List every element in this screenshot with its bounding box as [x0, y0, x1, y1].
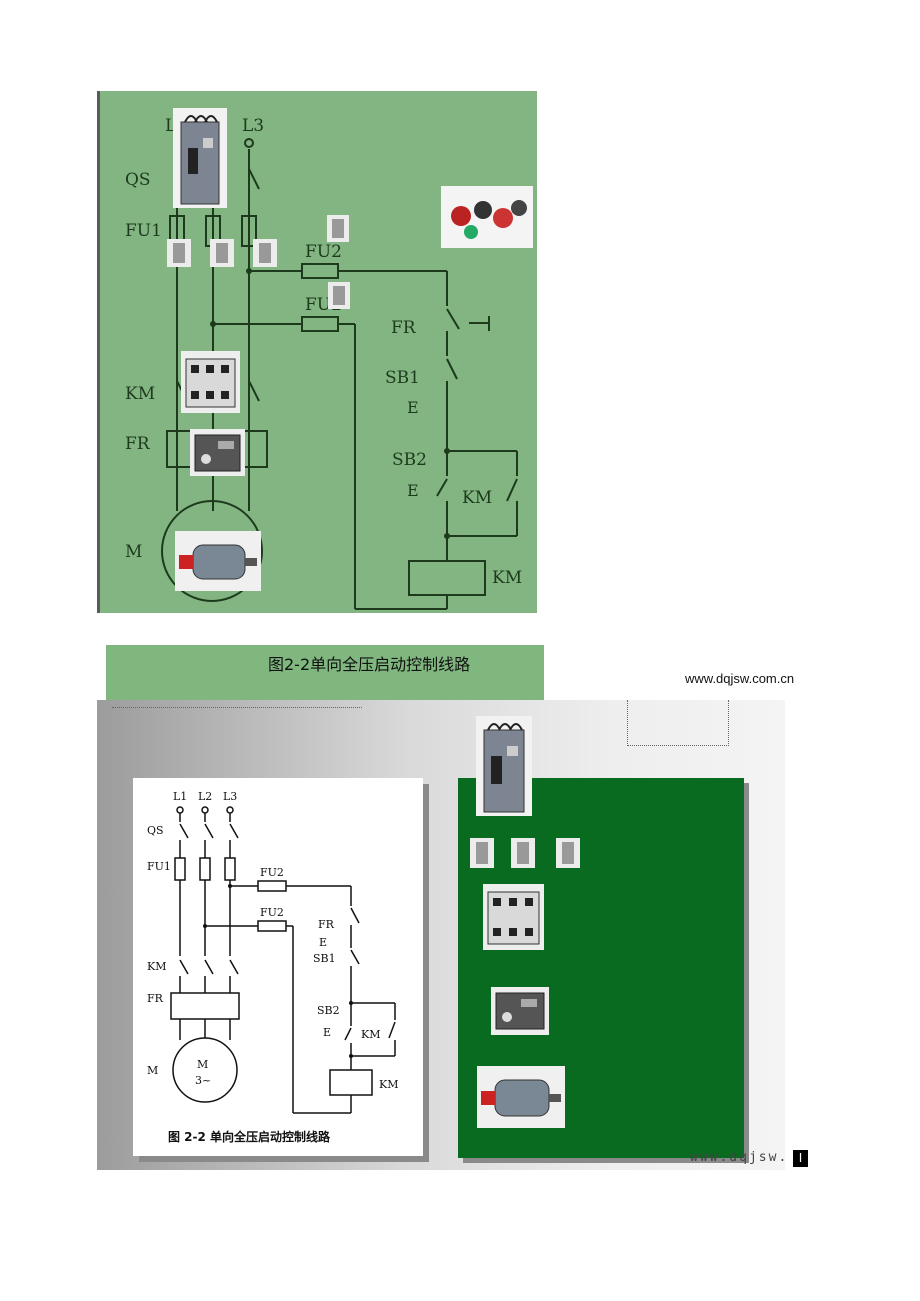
ref-label-sb2: SB2 [317, 1004, 340, 1017]
ref-label-l1: L1 [173, 790, 187, 803]
figure-caption: 图2-2单向全压启动控制线路 [268, 655, 471, 674]
top-label-m: M [125, 542, 142, 562]
top-label-l: L [165, 116, 176, 136]
svg-text:E: E [407, 398, 419, 417]
push-buttons-icon [441, 186, 533, 248]
svg-text:E: E [323, 1026, 331, 1039]
top-label-km-coil: KM [492, 568, 522, 588]
ref-label-sb1: SB1 [313, 952, 336, 965]
top-label-qs: QS [125, 170, 151, 190]
top-label-fr-control: FR [391, 318, 417, 338]
watermark-text: www.dqjsw. [690, 1150, 789, 1165]
svg-text:E: E [319, 936, 327, 949]
contactor-icon [483, 884, 544, 950]
ref-label-qs: QS [147, 824, 164, 837]
top-circuit-diagram: L L3 QS FU1 FU2 FU2 FR SB1 KM FR SB2 KM … [97, 91, 537, 613]
svg-text:E: E [407, 481, 419, 500]
reference-circuit-diagram: L1 L2 L3 QS FU1 FU2 FU2 FR SB1 KM FR SB2… [147, 790, 398, 1114]
dotted-frame-left [112, 703, 362, 708]
fuse-icon [167, 239, 191, 267]
caption-band [106, 645, 544, 703]
fuse-icon [210, 239, 234, 267]
ref-label-fu1: FU1 [147, 860, 171, 873]
top-label-fr: FR [125, 434, 151, 454]
fuse-icon [327, 215, 349, 242]
motor-icon [477, 1066, 565, 1128]
ref-label-l2: L2 [198, 790, 212, 803]
ref-label-motor-phase: 3~ [195, 1074, 211, 1087]
ref-label-fu2-a: FU2 [260, 866, 284, 879]
ref-label-km-coil: KM [379, 1078, 398, 1091]
fuse-icon [556, 838, 580, 868]
top-label-km: KM [125, 384, 155, 404]
top-label-sb2: SB2 [392, 450, 427, 470]
thermal-relay-icon [491, 987, 549, 1035]
ref-label-motor-m: M [197, 1058, 208, 1071]
ref-label-fu2-b: FU2 [260, 906, 284, 919]
top-label-l3: L3 [242, 116, 264, 136]
top-label-sb1: SB1 [385, 368, 420, 388]
ref-label-m: M [147, 1064, 158, 1077]
top-label-km-aux: KM [462, 488, 492, 508]
ref-label-km-aux: KM [361, 1028, 380, 1041]
contactor-icon [181, 351, 240, 413]
reference-diagram-card [133, 778, 423, 1156]
circuit-breaker-icon [476, 716, 532, 816]
fuse-icon [253, 239, 277, 267]
corner-mark: I [793, 1150, 808, 1167]
top-label-fu2-a: FU2 [305, 242, 342, 262]
ref-label-fr: FR [147, 992, 164, 1005]
reference-caption: 图 2-2 单向全压启动控制线路 [168, 1130, 331, 1144]
top-diagram-background [97, 91, 537, 613]
dotted-frame-right [627, 700, 729, 746]
motor-icon [175, 531, 261, 591]
ref-label-fr-ctrl: FR [318, 918, 335, 931]
top-label-fu1: FU1 [125, 221, 162, 241]
thermal-relay-icon [190, 429, 245, 476]
fuse-icon [511, 838, 535, 868]
site-url: www.dqjsw.com.cn [685, 671, 795, 686]
top-diagram-wiring [161, 138, 518, 610]
ref-label-km: KM [147, 960, 166, 973]
fuse-icon [470, 838, 494, 868]
circuit-breaker-icon [173, 108, 227, 208]
ref-label-l3: L3 [223, 790, 237, 803]
fuse-icon [328, 282, 350, 309]
